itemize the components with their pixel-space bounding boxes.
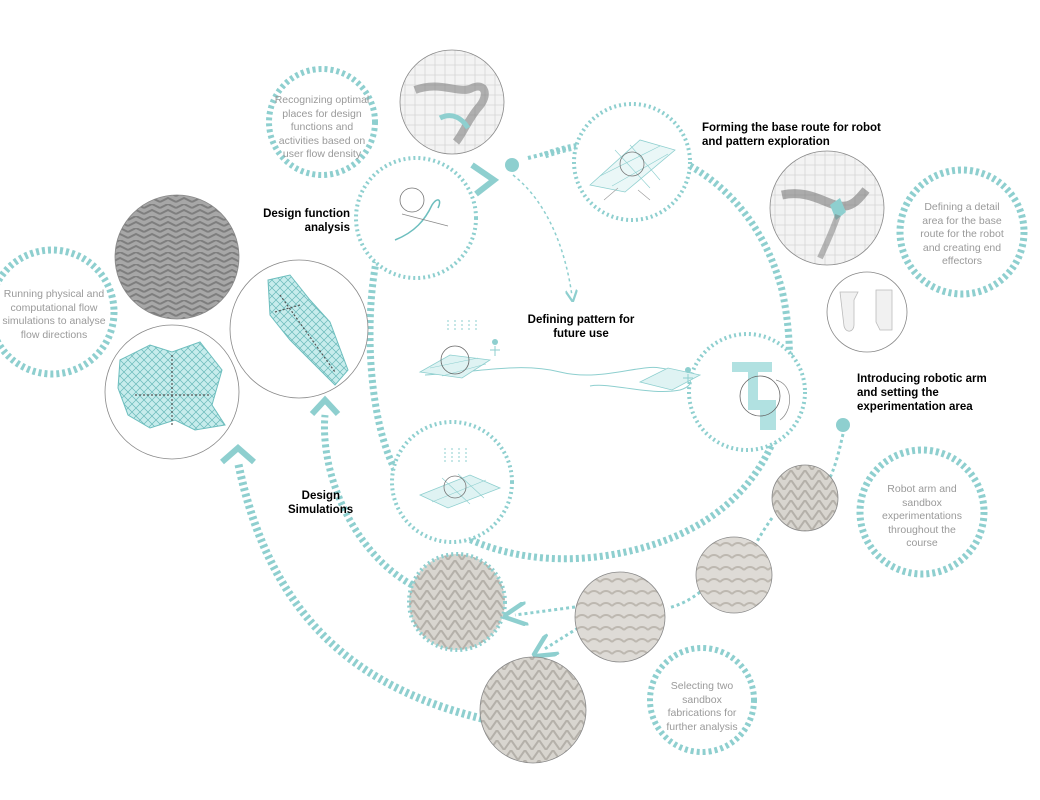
arrow-to-defining-pattern — [512, 174, 572, 296]
arrow-to-selected-a — [515, 607, 576, 615]
design-simulation-sketch — [390, 420, 514, 544]
note-detail-area: Defining a detail area for the base rout… — [920, 201, 1004, 267]
note-optimal-places: Recognizing optimal places for design fu… — [274, 94, 370, 160]
flow-directions-image — [229, 259, 369, 399]
selected-sand-sample-a — [407, 552, 507, 652]
note-robot-sandbox: Robot arm and sandbox experimentations t… — [882, 483, 962, 549]
note-circle-detail-area — [896, 166, 1028, 298]
selected-sand-sample-b — [479, 656, 587, 764]
left-arc-outer — [234, 461, 489, 724]
physical-simulation-photo — [114, 194, 240, 320]
note-selecting-two: Selecting two sandbox fabrications for f… — [666, 680, 738, 733]
forming-route-sketch — [572, 102, 692, 222]
robotic-arm-dot — [836, 418, 850, 432]
robotic-arm-sketch — [687, 332, 807, 452]
note-running-simulations: Running physical and computational flow … — [2, 288, 106, 341]
sample-link-b — [667, 590, 701, 610]
left-arc-inner — [320, 414, 414, 589]
note-circle-robot-sandbox — [856, 446, 988, 578]
note-circle-optimal-places — [266, 66, 378, 178]
computational-simulation-image — [104, 324, 240, 460]
sand-sample-photo-2 — [695, 536, 773, 614]
label-design-simulations: Design Simulations — [288, 490, 354, 516]
label-forming-route: Forming the base route for robot and pat… — [702, 122, 881, 148]
label-design-function: Design function analysis — [263, 208, 350, 234]
user-flow-map-image — [399, 49, 505, 155]
arrow-to-forming-route — [527, 146, 569, 160]
note-circle-running-simulations — [0, 246, 118, 378]
chevron-arrow-middle — [309, 395, 341, 417]
arrow-to-selected-b — [543, 626, 579, 650]
main-process-loop — [366, 140, 793, 563]
label-defining-pattern: Defining pattern for future use — [527, 314, 635, 340]
process-start-dot — [505, 158, 519, 172]
label-robotic-arm: Introducing robotic arm and setting the … — [857, 373, 987, 413]
sand-sample-photo-1 — [771, 464, 839, 532]
sand-sample-photo-3 — [574, 571, 666, 663]
design-function-sketch — [354, 156, 478, 280]
end-effector-image — [826, 271, 908, 353]
detail-area-map-image — [769, 150, 885, 266]
chevron-arrow-upper — [470, 162, 500, 197]
note-circle-selecting-two — [647, 645, 757, 755]
defining-pattern-sketch — [418, 318, 702, 393]
path-to-sand-samples — [820, 433, 845, 491]
chevron-arrow-left — [220, 444, 256, 465]
